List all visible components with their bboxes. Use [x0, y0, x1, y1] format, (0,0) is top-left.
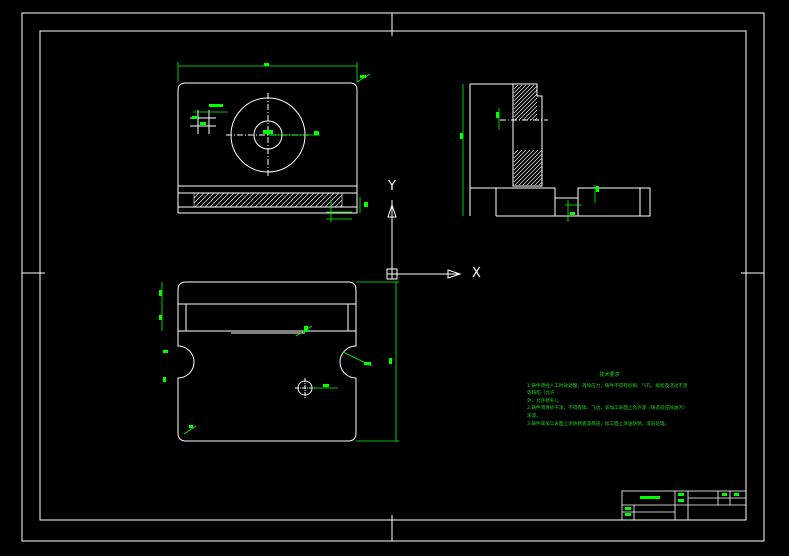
- hatch-line: [234, 192, 250, 208]
- hatch-line: [204, 192, 220, 208]
- hatch-line: [244, 192, 260, 208]
- hatch-line: [199, 192, 215, 208]
- hatch-line: [526, 169, 543, 186]
- hatch-line: [513, 149, 543, 179]
- notes-line: 3.铸件非加工表面上涂防锈底漆两道，加工面上涂油防锈，漆前处理。: [527, 421, 670, 427]
- hatch-line: [209, 192, 225, 208]
- hatch-line: [518, 101, 538, 121]
- hatch-line: [513, 84, 527, 98]
- hatch-line: [329, 194, 343, 208]
- hatch-line: [269, 192, 285, 208]
- side-view-dimensions: [460, 84, 599, 222]
- notes-title: 技术要求: [599, 372, 620, 378]
- hatch-line: [274, 192, 290, 208]
- side-view: [469, 83, 651, 217]
- hatch-line: [214, 192, 230, 208]
- hatch-line: [193, 192, 205, 204]
- hatch-line: [194, 192, 210, 208]
- hatch-line: [534, 117, 538, 121]
- hatch-line: [513, 84, 519, 90]
- hatch-line: [219, 192, 235, 208]
- hatch-line: [538, 181, 543, 186]
- hatch-line: [513, 149, 519, 155]
- hatch-line: [294, 192, 310, 208]
- hatch-line: [249, 192, 265, 208]
- notes-line: 2.铸件须清砂干净，不得有锋、飞边，非加工表面上允许漆（铸造前应除油污）: [527, 406, 688, 412]
- sheet-outer-frame: [21, 12, 765, 542]
- hatch-line: [284, 192, 300, 208]
- hatch-line: [319, 192, 335, 208]
- title-block: [621, 490, 747, 521]
- hatch-line: [530, 113, 538, 121]
- hatch-line: [299, 192, 315, 208]
- hatch-line: [530, 173, 543, 186]
- hatch-line: [513, 85, 538, 110]
- hatch-line: [513, 84, 535, 106]
- hatch-line: [513, 84, 531, 102]
- hatch-line: [254, 192, 270, 208]
- top-view-dimensions: [159, 281, 399, 442]
- hatch-line: [513, 149, 527, 163]
- hatch-line: [229, 192, 245, 208]
- hatch-line: [522, 165, 543, 186]
- hatch-line: [513, 93, 538, 118]
- hatch-line: [513, 149, 523, 159]
- hatch-line: [193, 192, 200, 199]
- hatch-line: [289, 192, 305, 208]
- centering-marks: [22, 13, 764, 541]
- hatch-line: [334, 199, 343, 208]
- hatch-line: [224, 192, 240, 208]
- hatch-line: [526, 109, 538, 121]
- hatch-line: [514, 97, 538, 121]
- hatch-line: [513, 149, 539, 175]
- front-view-dimensions: [177, 62, 371, 222]
- ucs-y-label: Y: [388, 179, 396, 194]
- hatch-line: [513, 149, 535, 171]
- hatch-line: [534, 177, 543, 186]
- notes-line: 外、允许修补）。: [527, 398, 562, 404]
- hatch-line: [239, 192, 255, 208]
- front-view-hatch: [193, 192, 343, 208]
- front-view: [177, 82, 358, 214]
- hatch-line: [518, 161, 543, 186]
- hatch-line: [314, 192, 330, 208]
- hatch-line: [513, 153, 543, 183]
- top-view: [177, 281, 357, 442]
- hatch-line: [324, 192, 340, 208]
- hatch-line: [264, 192, 280, 208]
- ucs-x-label: X: [472, 266, 481, 281]
- hatch-line: [279, 192, 295, 208]
- ucs-icon: [386, 200, 462, 280]
- hatch-line: [304, 192, 320, 208]
- side-view-hatch: [513, 84, 543, 186]
- technical-requirements-notes: 技术要求 1.铸件须经人工时效处理，消除应力，铸件不得有砂眼、气孔、缩松及浇注不…: [527, 372, 692, 428]
- hatch-line: [513, 89, 538, 114]
- hatch-line: [514, 157, 543, 186]
- hatch-line: [309, 192, 325, 208]
- hatch-line: [513, 84, 523, 94]
- sheet-inner-frame: [39, 30, 747, 521]
- hatch-line: [339, 204, 343, 208]
- hatch-line: [259, 192, 275, 208]
- hatch-line: [513, 149, 531, 167]
- hatch-line: [522, 105, 538, 121]
- notes-line: 1.铸件须经人工时效处理，消除应力，铸件不得有砂眼、气孔、缩松及浇注不足等缺陷（…: [527, 383, 688, 397]
- notes-line: 涂漆。: [527, 413, 541, 419]
